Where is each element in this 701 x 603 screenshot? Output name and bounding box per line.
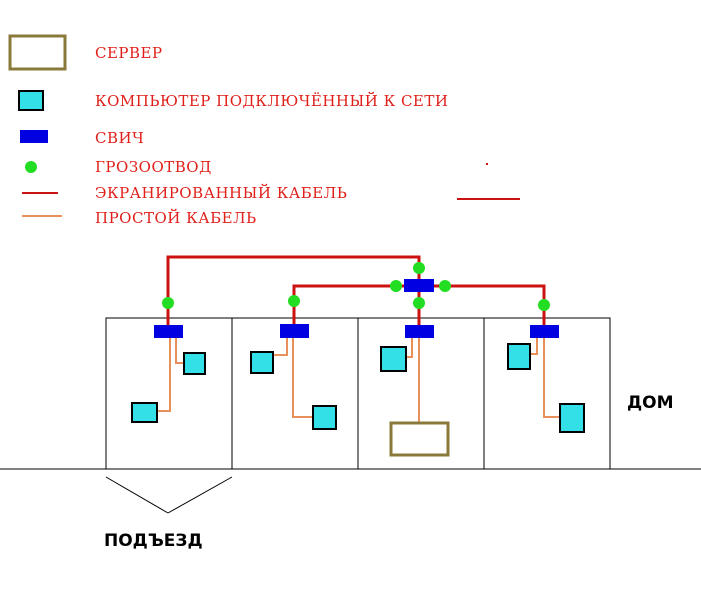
- lightning-rod-right: [439, 280, 451, 292]
- cable-4a: [530, 338, 538, 355]
- cable-1b: [157, 338, 171, 412]
- entrance-pointer-left: [105, 476, 169, 514]
- cable-3a: [406, 338, 413, 358]
- legend-shielded-cable-label: ЭКРАНИРОВАННЫЙ КАБЕЛЬ: [95, 183, 347, 202]
- cable-2b: [292, 338, 313, 418]
- legend-lightning-rod-symbol: [25, 161, 37, 173]
- computer-4b: [559, 403, 585, 433]
- stray-dot: [486, 163, 488, 165]
- computer-1a: [183, 352, 206, 375]
- legend-switch-label: СВИЧ: [95, 129, 144, 147]
- computer-1b: [131, 402, 158, 423]
- legend-simple-cable-label: ПРОСТОЙ КАБЕЛЬ: [95, 208, 257, 227]
- legend-server-symbol: [8, 34, 67, 71]
- switches: [154, 279, 559, 338]
- lightning-rods: [162, 262, 550, 311]
- server: [389, 421, 450, 457]
- lightning-rod-left: [390, 280, 402, 292]
- switch-entrance-3: [405, 325, 434, 338]
- cable-2a: [273, 338, 288, 356]
- computer-4a: [507, 343, 531, 370]
- switch-entrance-2: [280, 324, 309, 338]
- shielded-cables: [166, 255, 546, 326]
- legend-computer-symbol: [18, 90, 44, 111]
- lightning-rod-3: [413, 297, 425, 309]
- legend-switch-symbol: [20, 130, 48, 143]
- legend-computer-label: КОМПЬЮТЕР ПОДКЛЮЧЁННЫЙ К СЕТИ: [95, 91, 448, 110]
- shielded-cable-4: [419, 284, 546, 326]
- house-label: ДОМ: [627, 393, 674, 413]
- switch-entrance-4: [530, 325, 559, 338]
- switch-entrance-1: [154, 325, 183, 338]
- computers: [131, 343, 585, 433]
- computer-2b: [312, 405, 337, 430]
- building: [0, 317, 701, 514]
- legend-lightning-rod-label: ГРОЗООТВОД: [95, 158, 212, 176]
- legend-server-label: СЕРВЕР: [95, 44, 163, 62]
- lightning-rod-2: [288, 295, 300, 307]
- simple-cables: [157, 338, 560, 423]
- computer-3a: [380, 346, 407, 372]
- shielded-cable-2: [292, 284, 419, 326]
- lightning-rod-4: [538, 299, 550, 311]
- entrance-label: ПОДЪЕЗД: [104, 531, 203, 551]
- entrance-pointer-right: [167, 476, 233, 514]
- entrance-4: [483, 317, 611, 470]
- computer-2a: [250, 351, 274, 374]
- legend: СЕРВЕР КОМПЬЮТЕР ПОДКЛЮЧЁННЫЙ К СЕТИ СВИ…: [8, 34, 520, 227]
- cable-1a: [175, 338, 184, 364]
- lightning-rod-1: [162, 297, 174, 309]
- switch-main: [404, 279, 434, 292]
- cable-4b: [543, 338, 560, 418]
- lightning-rod-top: [413, 262, 425, 274]
- entrance-2: [231, 317, 359, 470]
